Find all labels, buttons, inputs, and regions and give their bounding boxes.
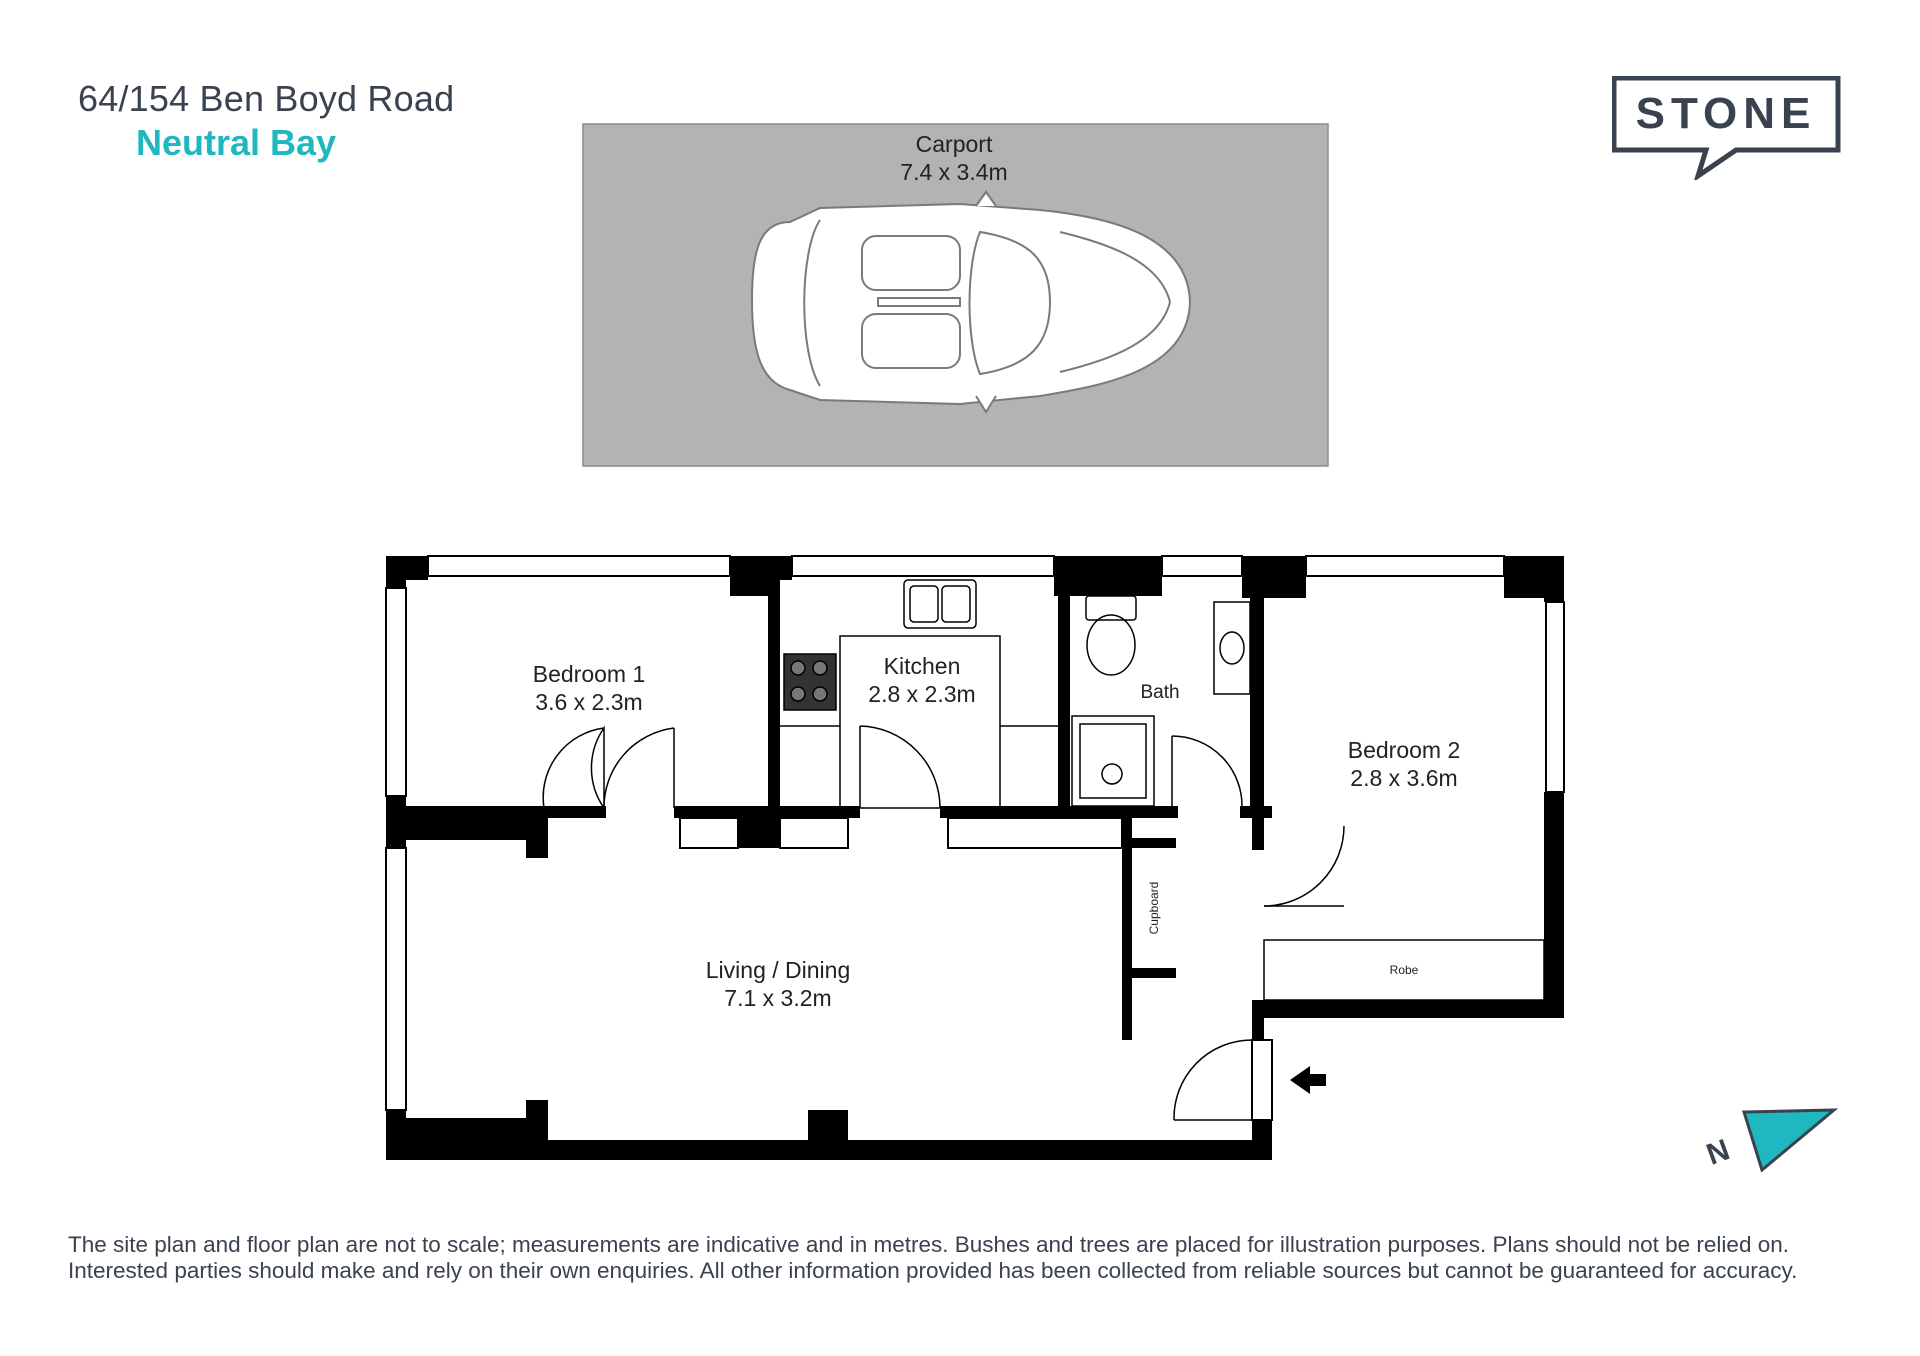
property-address: 64/154 Ben Boyd Road (78, 78, 455, 119)
entry-arrow-icon (1290, 1066, 1326, 1094)
stone-logo: STONE (1612, 76, 1841, 180)
bath-fixtures (1071, 595, 1251, 807)
carport-name: Carport (916, 131, 993, 157)
carport-area: Carport 7.4 x 3.4m (582, 123, 1329, 467)
bedroom1-size: 3.6 x 2.3m (535, 689, 642, 715)
kitchen-fixtures (780, 579, 1058, 809)
bath-name: Bath (1140, 682, 1179, 703)
car-icon (750, 190, 1192, 414)
bedroom2-name: Bedroom 2 (1348, 737, 1461, 763)
disclaimer-line-2: Interested parties should make and rely … (68, 1258, 1798, 1283)
property-suburb: Neutral Bay (136, 122, 337, 163)
kitchen-size: 2.8 x 2.3m (868, 681, 975, 707)
compass-icon: N (1702, 1108, 1839, 1173)
robe-label: Robe (1390, 963, 1419, 977)
door-swings (542, 725, 1345, 1121)
cupboard-label: Cupboard (1147, 882, 1161, 935)
kitchen-name: Kitchen (884, 653, 961, 679)
compass-label: N (1702, 1133, 1734, 1171)
living-name: Living / Dining (706, 957, 850, 983)
bedroom1-name: Bedroom 1 (533, 661, 646, 687)
walls (385, 555, 1565, 1160)
logo-text: STONE (1636, 89, 1817, 138)
carport-size: 7.4 x 3.4m (900, 159, 1007, 185)
disclaimer-line-1: The site plan and floor plan are not to … (68, 1232, 1789, 1257)
bedroom2-size: 2.8 x 3.6m (1350, 765, 1457, 791)
living-size: 7.1 x 3.2m (724, 985, 831, 1011)
disclaimer: The site plan and floor plan are not to … (68, 1232, 1868, 1284)
